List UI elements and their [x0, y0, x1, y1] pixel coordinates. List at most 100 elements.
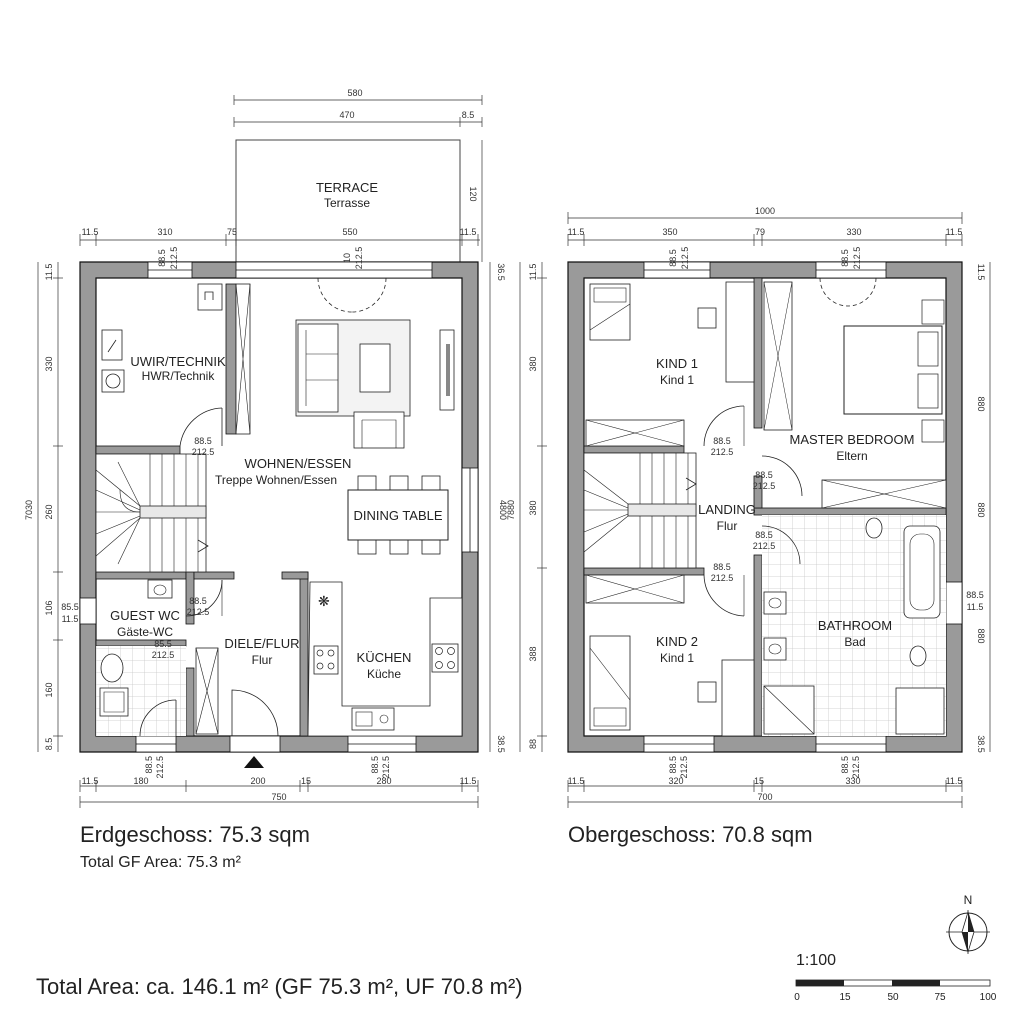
dim-text: 11.5: [568, 227, 585, 237]
dim-text: 212.5: [851, 756, 861, 779]
dim-text: 75: [227, 227, 237, 237]
dim-text: 320: [668, 776, 683, 786]
dim-text: 330: [44, 356, 54, 371]
dim-text: 106: [44, 600, 54, 615]
dim-text: 380: [528, 500, 538, 515]
dim-text: 11.5: [460, 227, 477, 237]
dim-text: 88: [528, 739, 538, 749]
dim-text: 212.5: [852, 247, 862, 270]
dim-text: 88.5: [157, 249, 167, 267]
dim-text: 880: [976, 396, 986, 411]
dim-text: 212.5: [192, 447, 215, 457]
label-kind2-de: Kind 1: [660, 651, 694, 665]
scale-bar: [795, 979, 991, 987]
dim-text: 11.5: [460, 776, 477, 786]
dim-text: 15: [301, 776, 311, 786]
dim-text: 212.5: [354, 247, 364, 270]
dim-text: 8.5: [44, 738, 54, 751]
dim-text: 260: [44, 504, 54, 519]
sofa: [297, 323, 339, 413]
label-kitchen: KÜCHEN: [357, 650, 412, 665]
dim-text: 7030: [24, 500, 34, 520]
dim-text: 750: [271, 792, 286, 802]
label-master-de: Eltern: [836, 449, 867, 463]
dim-text: 11.5: [82, 776, 99, 786]
dim-text: 15: [754, 776, 764, 786]
scale-tick: 100: [980, 992, 997, 1003]
dim-text: 8.5: [462, 110, 475, 120]
entrance-arrow: [244, 756, 264, 768]
label-bathroom: BATHROOM: [818, 618, 892, 633]
label-landing: LANDING: [698, 502, 756, 517]
label-dining: DINING TABLE: [353, 508, 442, 523]
label-guest-wc-de: Gäste-WC: [117, 625, 173, 639]
dim-text: 11.5: [44, 264, 54, 281]
label-living-de: Treppe Wohnen/Essen: [215, 473, 337, 487]
dim-text: 88.5: [668, 249, 678, 267]
label-terrace: TERRACE: [316, 180, 378, 195]
label-kind1: KIND 1: [656, 356, 698, 371]
ground-floor-plan: ❋: [37, 95, 491, 808]
dim-text: 350: [662, 227, 677, 237]
dim-text: 330: [845, 776, 860, 786]
dim-text: 160: [44, 682, 54, 697]
dim-text: 88.5: [189, 596, 207, 606]
dim-text: 880: [976, 628, 986, 643]
dim-text: 11.5: [976, 264, 986, 281]
dim-text: 88.5: [840, 249, 850, 267]
coffee-table: [359, 343, 391, 393]
upper-floor-plan: [519, 212, 991, 808]
dim-text: 11.5: [946, 776, 963, 786]
scale-label: 1:100: [796, 952, 837, 969]
dim-text: 11.5: [568, 776, 585, 786]
dim-text: 380: [528, 356, 538, 371]
label-kind1-de: Kind 1: [660, 373, 694, 387]
dim-text: 212.5: [381, 756, 391, 779]
dim-text: 88.5: [668, 756, 678, 774]
dim-text: 212.5: [680, 247, 690, 270]
dim-text: 212.5: [679, 756, 689, 779]
dim-text: 212.5: [169, 247, 179, 270]
dim-text: 212.5: [753, 481, 776, 491]
dim-text: 88.5: [966, 590, 984, 600]
dim-text: 280: [376, 776, 391, 786]
gf-title: Erdgeschoss: 75.3 sqm: [80, 822, 310, 847]
dim-text: 212.5: [753, 541, 776, 551]
dim-text: 388: [528, 646, 538, 661]
svg-text:❋: ❋: [318, 593, 330, 609]
dim-text: 88.5: [713, 562, 731, 572]
dim-text: 11.5: [967, 602, 984, 612]
svg-text:N: N: [964, 893, 973, 907]
kitchen-counter: [307, 581, 463, 737]
dim-text: 38.5: [976, 735, 986, 753]
dim-text: 88.5: [713, 436, 731, 446]
scale-tick: 0: [794, 992, 800, 1003]
dim-text: 4800: [498, 500, 508, 520]
dim-text: 38.5: [496, 735, 506, 753]
uf-title: Obergeschoss: 70.8 sqm: [568, 822, 813, 847]
label-terrace-de: Terrasse: [324, 196, 370, 210]
dim-text: 200: [250, 776, 265, 786]
dim-text: 310: [157, 227, 172, 237]
label-guest-wc: GUEST WC: [110, 608, 180, 623]
dim-text: 11.5: [946, 227, 963, 237]
dim-text: 120: [468, 186, 478, 201]
dim-text: 11.5: [62, 614, 79, 624]
label-utility: UWIR/TECHNIK: [130, 354, 226, 369]
dim-text: 10: [342, 253, 352, 263]
dim-text: 85.5: [154, 639, 172, 649]
scale-tick: 75: [934, 992, 946, 1003]
dim-text: 88.5: [755, 530, 773, 540]
dim-text: 180: [133, 776, 148, 786]
dim-text: 212.5: [187, 607, 210, 617]
dim-text: 880: [976, 502, 986, 517]
dim-text: 88.5: [840, 756, 850, 774]
label-bathroom-de: Bad: [844, 635, 865, 649]
total-area: Total Area: ca. 146.1 m² (GF 75.3 m², UF…: [36, 974, 523, 999]
dim-text: 550: [342, 227, 357, 237]
gf-subtitle: Total GF Area: 75.3 m²: [80, 854, 241, 871]
scale-tick: 50: [887, 992, 899, 1003]
dim-text: 7880: [506, 500, 516, 520]
label-kind2: KIND 2: [656, 634, 698, 649]
